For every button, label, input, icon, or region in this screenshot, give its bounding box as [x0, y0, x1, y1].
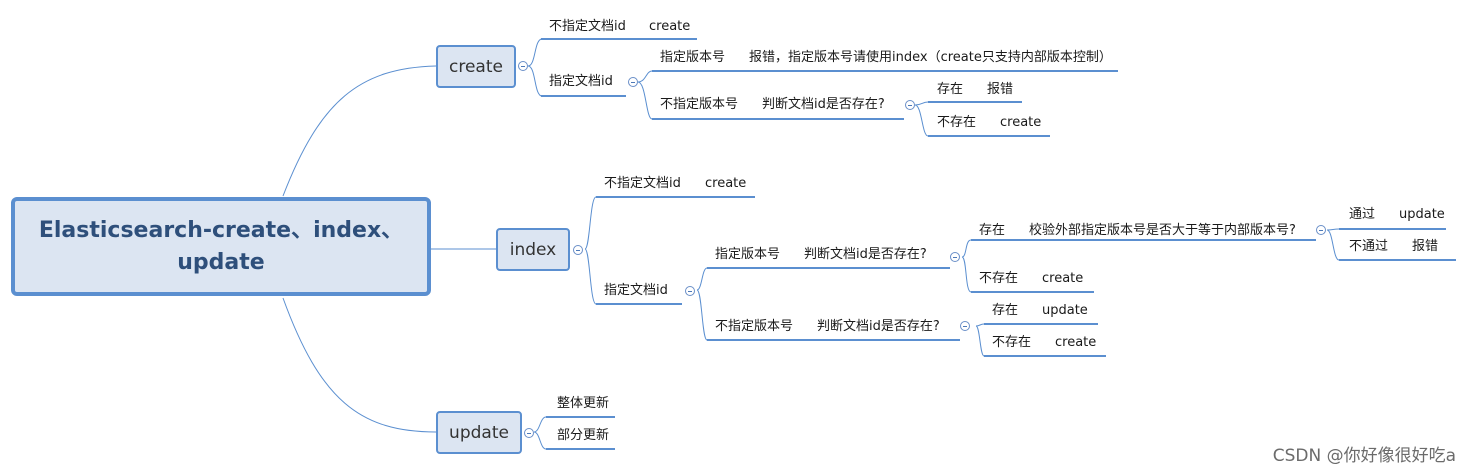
connector-index-split: [584, 196, 597, 305]
topic-create[interactable]: create: [436, 45, 516, 88]
topic-index-exists-check[interactable]: 校验外部指定版本号是否大于等于内部版本号?: [1029, 223, 1296, 238]
root-topic[interactable]: Elasticsearch-create、index、update: [11, 197, 431, 296]
topic-create-withid[interactable]: 指定文档id: [549, 74, 613, 89]
connector-create-split: [527, 38, 543, 97]
topic-index-withoutversion-question[interactable]: 判断文档id是否存在?: [817, 319, 940, 334]
topic-create-question[interactable]: 判断文档id是否存在?: [762, 97, 885, 112]
connector-index-withid-split: [696, 267, 708, 341]
watermark: CSDN @你好像很好吃a: [1272, 446, 1456, 466]
topic-create-noid-action[interactable]: create: [649, 19, 691, 34]
topic-create-withversion[interactable]: 指定版本号: [660, 50, 726, 65]
connector-index-wov-split: [975, 323, 985, 357]
topic-index-fail[interactable]: 不通过: [1349, 239, 1389, 254]
topic-index-notexists-action[interactable]: create: [1042, 271, 1084, 286]
collapse-toggle-create[interactable]: [518, 61, 528, 71]
topic-index-noid[interactable]: 不指定文档id: [604, 176, 681, 191]
collapse-toggle-create-question[interactable]: [905, 100, 915, 110]
topic-index-withid[interactable]: 指定文档id: [604, 283, 668, 298]
collapse-toggle-index-check[interactable]: [1316, 225, 1326, 235]
collapse-toggle-update[interactable]: [524, 428, 534, 438]
collapse-toggle-create-withid[interactable]: [628, 77, 638, 87]
topic-create-exists[interactable]: 存在: [937, 82, 964, 97]
connector-root-update: [282, 297, 437, 433]
topic-create-noid[interactable]: 不指定文档id: [549, 19, 626, 34]
topic-index-notexists[interactable]: 不存在: [979, 271, 1019, 286]
topic-index-withoutversion[interactable]: 不指定版本号: [715, 319, 794, 334]
topic-update-partial[interactable]: 部分更新: [557, 428, 610, 443]
connector-index-wv-split: [961, 239, 972, 293]
topic-index-fail-action[interactable]: 报错: [1412, 239, 1439, 254]
topic-create-withversion-result[interactable]: 报错，指定版本号请使用index（create只支持内部版本控制）: [749, 50, 1112, 65]
topic-index-wov-exists[interactable]: 存在: [992, 303, 1019, 318]
topic-index-exists[interactable]: 存在: [979, 223, 1006, 238]
topic-index-withversion[interactable]: 指定版本号: [715, 247, 781, 262]
topic-update-full[interactable]: 整体更新: [557, 396, 610, 411]
topic-create-notexists[interactable]: 不存在: [937, 115, 977, 130]
connector-root-create: [282, 65, 437, 197]
connector-update-split: [533, 416, 547, 450]
collapse-toggle-index-withversion[interactable]: [950, 252, 960, 262]
topic-index-pass-action[interactable]: update: [1399, 207, 1445, 222]
topic-create-exists-action[interactable]: 报错: [987, 82, 1014, 97]
connector-create-withid-split: [637, 70, 653, 120]
connector-index-check-split: [1326, 228, 1340, 261]
topic-index-withversion-question[interactable]: 判断文档id是否存在?: [804, 247, 927, 262]
connector-create-q-split: [914, 101, 929, 137]
topic-update[interactable]: update: [436, 411, 522, 454]
topic-index-wov-notexists[interactable]: 不存在: [992, 335, 1032, 350]
topic-index-pass[interactable]: 通过: [1349, 207, 1376, 222]
collapse-toggle-index-withoutversion[interactable]: [960, 321, 970, 331]
topic-index-wov-exists-action[interactable]: update: [1042, 303, 1088, 318]
topic-index-noid-action[interactable]: create: [705, 176, 747, 191]
collapse-toggle-index[interactable]: [573, 245, 583, 255]
collapse-toggle-index-withid[interactable]: [685, 286, 695, 296]
topic-create-withoutversion[interactable]: 不指定版本号: [660, 97, 739, 112]
topic-index[interactable]: index: [496, 228, 570, 271]
topic-index-wov-notexists-action[interactable]: create: [1055, 335, 1097, 350]
topic-create-notexists-action[interactable]: create: [1000, 115, 1042, 130]
